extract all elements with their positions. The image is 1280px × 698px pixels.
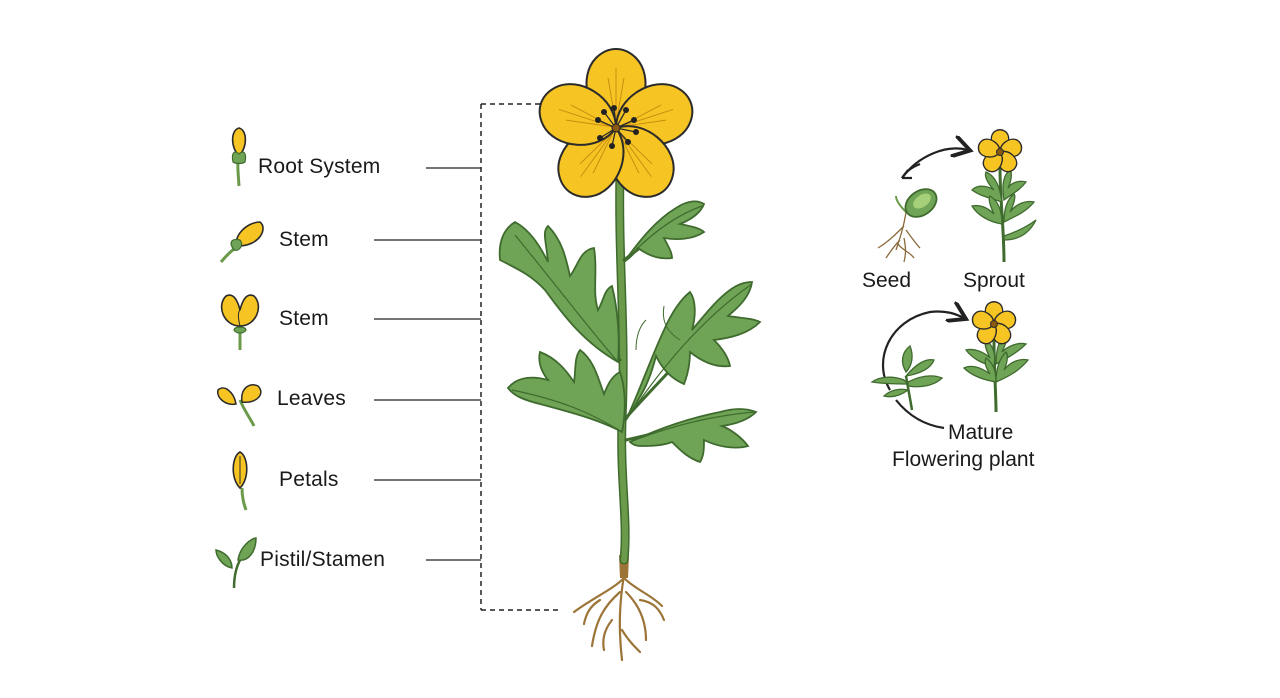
label-leaves: Leaves <box>277 387 346 410</box>
roots <box>572 573 666 662</box>
main-flower <box>530 48 702 211</box>
label-pistil-stamen: Pistil/Stamen <box>260 548 386 571</box>
bracket-dashed <box>480 103 560 611</box>
pistil <box>611 123 621 133</box>
cycle-arrow-bottom <box>881 311 964 391</box>
leaf-upper-right <box>623 200 706 263</box>
blooming-flower-icon <box>220 294 260 350</box>
leaf-lower-left <box>506 348 626 434</box>
sprout-illustration <box>970 129 1037 263</box>
opening-bud-icon <box>219 221 264 263</box>
leaf-right-large <box>625 281 762 421</box>
label-root-system: Root System <box>258 155 381 178</box>
label-sprout: Sprout <box>963 269 1025 292</box>
leaf-upper-left <box>498 220 620 364</box>
label-petals: Petals <box>279 468 339 491</box>
label-mature: Mature <box>948 421 1014 444</box>
twin-buds-icon <box>217 384 262 427</box>
mature-plant-illustration <box>962 301 1030 413</box>
young-plant-illustration <box>870 344 944 411</box>
cycle-arrow-top <box>901 148 968 179</box>
label-stem-2: Stem <box>279 307 329 330</box>
label-seed: Seed <box>862 269 912 292</box>
leader-lines <box>374 167 481 561</box>
leaf-right-lower <box>628 408 758 464</box>
label-stem-1: Stem <box>279 228 329 251</box>
bud-icon <box>231 127 247 187</box>
label-flowering-plant: Flowering plant <box>892 448 1035 471</box>
closed-bud-icon <box>232 451 248 511</box>
seed-illustration <box>877 188 938 263</box>
leaf-icon <box>215 537 257 589</box>
